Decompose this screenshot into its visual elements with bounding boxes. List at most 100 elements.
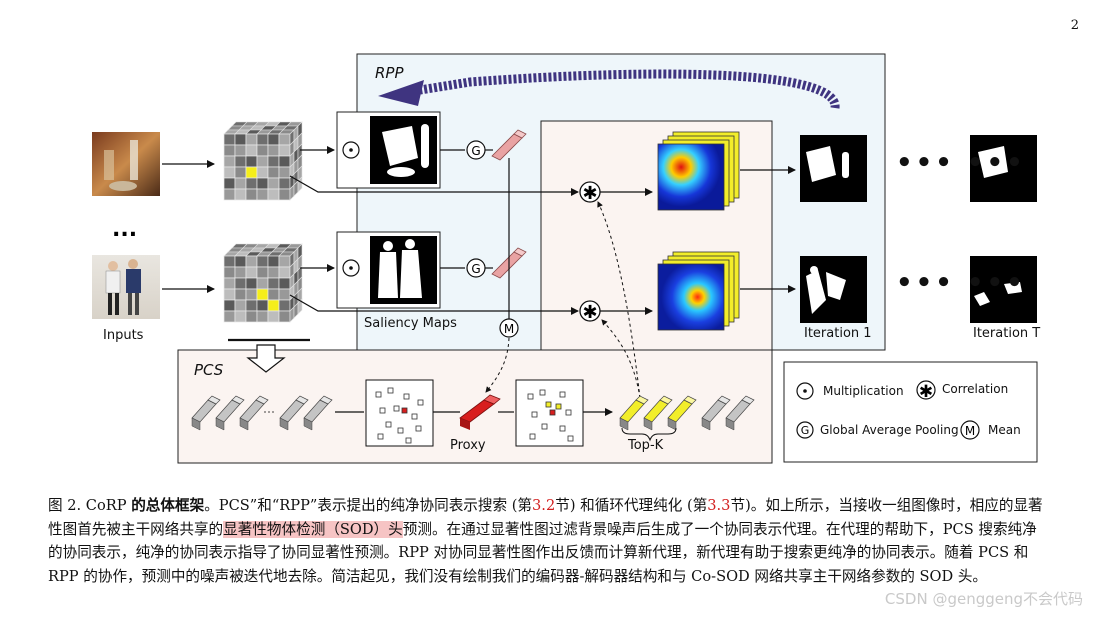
cube-cell: [267, 144, 280, 157]
cube-cell: [256, 166, 269, 179]
cube-cell: [245, 266, 258, 279]
embedding-point: [555, 403, 562, 410]
correlation-icon: ✱: [916, 380, 936, 402]
cube-cell: [278, 266, 291, 279]
feature-bar-top: [207, 395, 221, 405]
feature-bar-side: [279, 417, 289, 431]
cube-cell: [223, 310, 236, 323]
embedding-point: [565, 409, 572, 416]
rpp-feedback-arrowhead: [378, 80, 424, 106]
embedding-point: [545, 401, 552, 408]
mean-icon-node: [499, 318, 519, 338]
cube-cell: [245, 310, 258, 323]
cube-cell: [223, 277, 236, 290]
caption-text-4: 预测。在通过显著性图过滤背景噪声后生成了一个协同表示代理。在代理的帮助下，PCS…: [48, 520, 1037, 585]
correlation-node-2: ✱: [579, 300, 601, 323]
cube-cell: [256, 155, 269, 168]
feature-bar-top: [295, 395, 309, 405]
iteration-t-label: Iteration T: [973, 326, 1041, 341]
embedding-point: [531, 411, 538, 418]
heatmap: [657, 263, 725, 331]
cube-cell: [278, 255, 291, 268]
topk-vectors: [619, 395, 755, 431]
cube-cell: [278, 288, 291, 301]
feature-bar-side: [643, 417, 653, 431]
ellipsis-left: ...: [112, 217, 137, 242]
heatmap: [657, 143, 725, 211]
cube-cell: [234, 288, 247, 301]
cube-cell: [234, 166, 247, 179]
embedding-point: [541, 423, 548, 430]
cube-cell: [278, 155, 291, 168]
cube-cell: [245, 277, 258, 290]
caption-ref-1[interactable]: 3.2: [532, 497, 556, 514]
correlation-node-1: ✱: [579, 181, 601, 204]
caption-ref-2[interactable]: 3.3: [707, 497, 731, 514]
cube-cell: [245, 288, 258, 301]
cube-cell: [245, 133, 258, 146]
cube-cell: [278, 166, 291, 179]
embedding-point: [393, 405, 400, 412]
embedding-point: [387, 387, 394, 394]
embedding-box-1: [365, 379, 434, 447]
embedding-point: [385, 421, 392, 428]
feature-cube-1: [223, 121, 303, 201]
legend-box: [783, 361, 1038, 463]
cube-cell: [278, 133, 291, 146]
cube-cell: [256, 310, 269, 323]
cube-cell: [245, 255, 258, 268]
embedding-point: [417, 399, 424, 406]
caption-text-2: 节) 和循环代理纯化 (第: [555, 497, 708, 514]
embedding-point: [567, 435, 574, 442]
cube-cell: [267, 266, 280, 279]
figure-caption: 图 2. CoRP 的总体框架。PCS”和“RPP”表示提出的纯净协同表示搜索 …: [48, 494, 1048, 588]
cube-cell: [223, 155, 236, 168]
feature-bar-top: [635, 395, 649, 405]
cube-cell-highlight: [245, 166, 258, 179]
caption-fig-label: 图 2. CoRP: [48, 497, 132, 514]
feature-bar-side: [239, 417, 249, 431]
dots-row-2: ••• •••: [896, 268, 1026, 298]
cube-cell: [267, 166, 280, 179]
rpp-feedback-arrow: [419, 69, 840, 109]
embedding-point: [375, 391, 382, 398]
cube-cell: [267, 188, 280, 201]
feature-cube-2: [223, 243, 303, 323]
cube-cell: [245, 177, 258, 190]
cube-cell: [267, 310, 280, 323]
cube-cell: [267, 255, 280, 268]
legend-correlation: Correlation: [942, 382, 1009, 396]
cube-cell-highlight: [267, 299, 280, 312]
framework-diagram: ... G G: [92, 53, 1038, 464]
framework-figure: ... G G: [92, 53, 1041, 464]
svg-text:M: M: [965, 424, 975, 438]
cube-cell: [234, 310, 247, 323]
embedding-point: [377, 433, 384, 440]
cube-cell-highlight: [256, 288, 269, 301]
pcs-feature-vectors: [191, 395, 333, 431]
cube-cell: [256, 266, 269, 279]
cube-cell: [234, 277, 247, 290]
cube-cell: [256, 144, 269, 157]
feature-bar-side: [215, 417, 225, 431]
embedding-point: [539, 389, 546, 396]
embedding-point: [397, 427, 404, 434]
pcs-label: PCS: [194, 361, 224, 379]
cube-cell: [256, 277, 269, 290]
legend-mean: Mean: [988, 423, 1021, 437]
output-iterT-bottom: [970, 256, 1037, 323]
legend-multiplication: Multiplication: [823, 384, 904, 398]
proxy-label: Proxy: [450, 438, 486, 453]
svg-text:G: G: [801, 424, 810, 437]
cube-cell: [234, 188, 247, 201]
cube-cell: [297, 298, 303, 315]
caption-text-1: 。PCS”和“RPP”表示提出的纯净协同表示搜索 (第: [204, 497, 533, 514]
cube-cell: [278, 177, 291, 190]
multiplication-icon: [796, 382, 814, 400]
heatmap-stack-2: [657, 251, 740, 331]
feature-bar-side: [725, 417, 735, 431]
input-image-2: [92, 255, 160, 319]
input-image-1: [92, 132, 160, 196]
proxy-vector: [459, 394, 501, 430]
cube-cell: [245, 144, 258, 157]
